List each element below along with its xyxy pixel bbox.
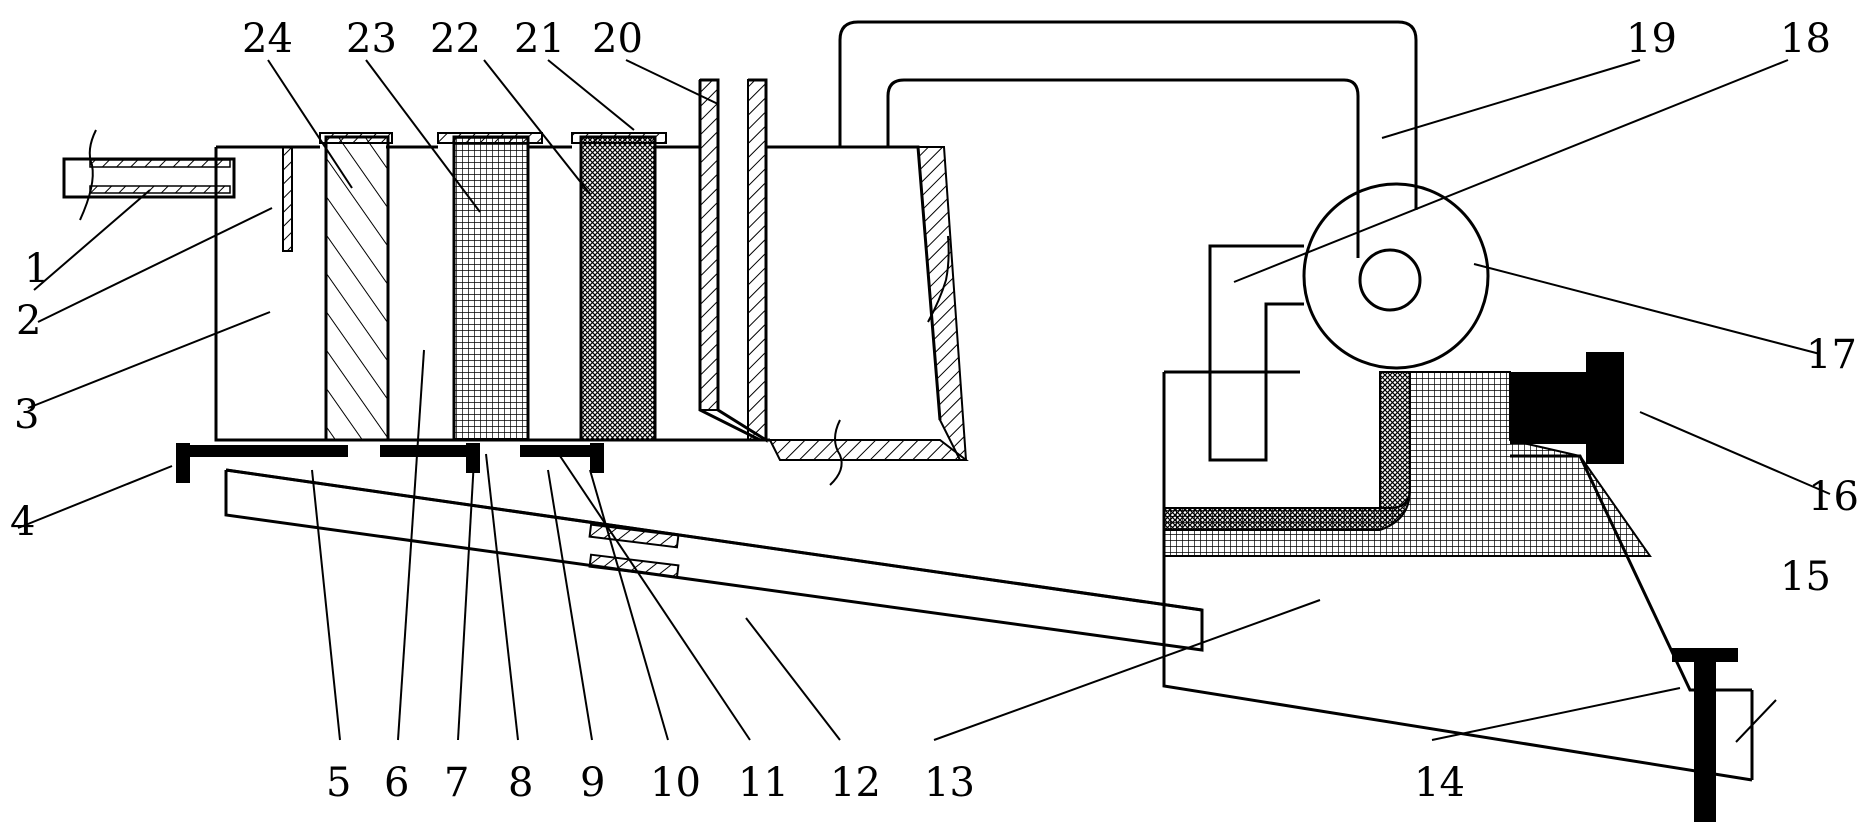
callout-label-23: 23	[346, 16, 397, 62]
callout-label-6: 6	[384, 760, 409, 806]
callout-label-16: 16	[1808, 474, 1859, 520]
outlet-valve	[1672, 648, 1738, 822]
drain-valve-row	[176, 443, 604, 483]
callout-label-15: 15	[1780, 554, 1831, 600]
callout-label-20: 20	[592, 16, 643, 62]
callout-label-5: 5	[326, 760, 351, 806]
callout-label-19: 19	[1626, 16, 1677, 62]
leader-lines	[17, 59, 1831, 743]
pump-outlet-pipe	[1208, 244, 1304, 462]
callout-label-7: 7	[444, 760, 469, 806]
baffle-plate	[282, 146, 293, 252]
callout-label-3: 3	[14, 392, 39, 438]
callout-labels: 1 2 3 4 5 6 7 8 9 10 11 12 13 14 15 16 1…	[10, 16, 1859, 806]
callout-label-12: 12	[830, 760, 881, 806]
inclined-plate	[698, 78, 768, 443]
callout-label-24: 24	[242, 16, 293, 62]
callout-label-21: 21	[514, 16, 565, 62]
secondary-tank	[1162, 370, 1754, 782]
callout-label-13: 13	[924, 760, 975, 806]
callout-label-10: 10	[650, 760, 701, 806]
filter-layer-grid	[437, 132, 543, 442]
callout-label-9: 9	[580, 760, 605, 806]
filter-layer-coarse	[319, 132, 393, 442]
filter-layer-dense	[571, 132, 667, 442]
transfer-pipe	[838, 20, 1418, 258]
callout-label-2: 2	[16, 298, 41, 344]
callout-label-17: 17	[1806, 332, 1857, 378]
tank-right-wall	[768, 146, 969, 486]
callout-label-18: 18	[1780, 16, 1831, 62]
callout-label-14: 14	[1414, 760, 1465, 806]
callout-label-22: 22	[430, 16, 481, 62]
callout-label-8: 8	[508, 760, 533, 806]
callout-label-1: 1	[24, 246, 49, 292]
callout-label-11: 11	[738, 760, 789, 806]
collection-trough	[224, 468, 1204, 652]
pump	[1302, 182, 1490, 370]
motor-block	[1510, 352, 1624, 464]
callout-label-4: 4	[10, 499, 35, 545]
inlet-pipe	[62, 129, 236, 221]
